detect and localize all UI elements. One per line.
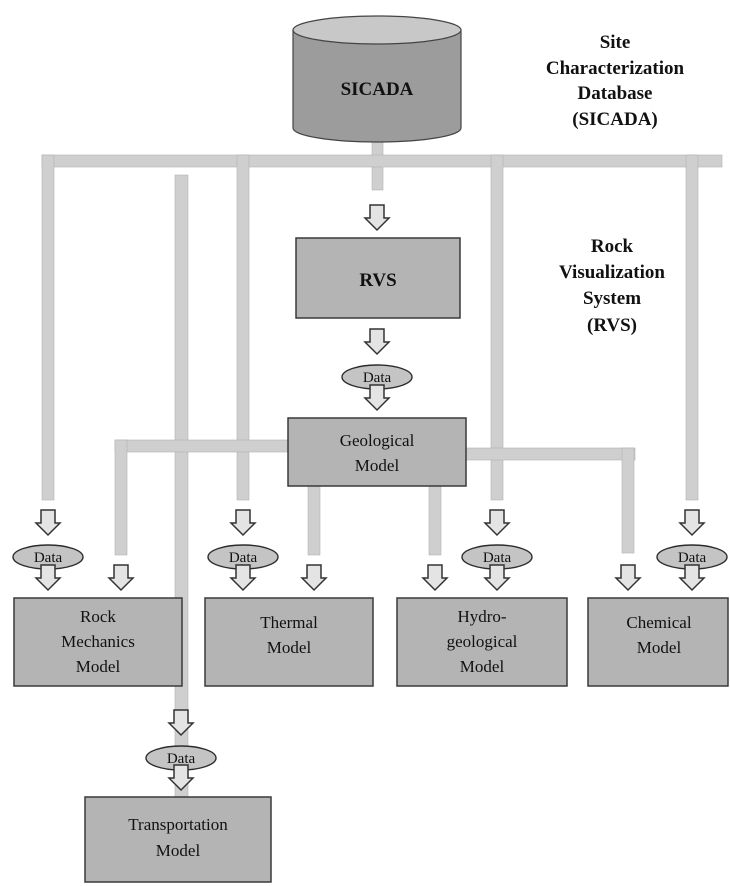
arrow-data-to-thermal-icon: [229, 564, 257, 592]
pipe-drop-thermal: [236, 154, 250, 501]
pipe-geo-to-chemical: [621, 447, 635, 554]
rvs-caption-line-3: System: [583, 288, 641, 309]
arrow-geo-to-chemical-icon: [614, 564, 642, 592]
geological-model-line-2: Model: [355, 456, 400, 475]
data-ellipse-label: Data: [678, 550, 707, 566]
transportation-model-line-2: Model: [156, 841, 201, 860]
arrow-data-to-hydro-icon: [483, 564, 511, 592]
hydrogeological-model-box: Hydro- geological Model: [396, 597, 568, 687]
rvs-caption-line-4: (RVS): [587, 315, 637, 336]
arrow-data-to-rock-icon: [34, 564, 62, 592]
arrow-data-to-transport-icon: [167, 764, 195, 792]
hydrogeological-line-2: geological: [447, 632, 518, 651]
rvs-caption-line-1: Rock: [591, 236, 634, 257]
geological-model-box: Geological Model: [287, 417, 467, 487]
rvs-caption: Rock Visualization System (RVS): [559, 236, 665, 336]
pipe-geo-to-hydro: [428, 484, 442, 556]
arrow-bus-to-chemical-data-icon: [678, 509, 706, 537]
geological-model-line-1: Geological: [340, 431, 415, 450]
arrow-bus-to-rock-data-icon: [34, 509, 62, 537]
sicada-caption-line-1: Site: [600, 32, 631, 53]
arrow-rvs-to-data-icon: [363, 328, 391, 356]
thermal-model-line-1: Thermal: [260, 613, 318, 632]
arrow-bus-to-hydro-data-icon: [483, 509, 511, 537]
data-ellipse-thermal: Data: [207, 544, 279, 570]
pipe-main-bus: [41, 154, 723, 168]
data-ellipse-label: Data: [34, 550, 63, 566]
data-ellipse-label: Data: [167, 751, 196, 767]
arrow-bus-to-transport-data-icon: [167, 709, 195, 737]
data-ellipse-label: Data: [363, 370, 392, 386]
data-ellipse-transportation: Data: [145, 745, 217, 771]
chemical-model-line-1: Chemical: [626, 613, 691, 632]
pipe-geo-left: [114, 439, 291, 453]
rvs-box-label: RVS: [359, 270, 396, 291]
chemical-model-box: Chemical Model: [587, 597, 729, 687]
arrow-bus-to-thermal-data-icon: [229, 509, 257, 537]
arrow-geo-to-rock-icon: [107, 564, 135, 592]
rock-mechanics-line-2: Mechanics: [61, 632, 135, 651]
data-ellipse-label: Data: [229, 550, 258, 566]
sicada-database: SICADA: [292, 15, 462, 143]
transportation-model-box: Transportation Model: [84, 796, 272, 883]
thermal-model-line-2: Model: [267, 638, 312, 657]
sicada-caption: Site Characterization Database (SICADA): [546, 32, 685, 130]
database-cylinder-icon: [292, 15, 462, 45]
arrow-data-to-geo-icon: [363, 384, 391, 412]
transportation-model-line-1: Transportation: [128, 815, 228, 834]
connector-pipes: [41, 119, 723, 816]
pipe-drop-rock-mechanics: [41, 154, 55, 501]
arrow-geo-to-hydro-icon: [421, 564, 449, 592]
pipe-drop-chemical: [685, 154, 699, 501]
thermal-model-box: Thermal Model: [204, 597, 374, 687]
hydrogeological-line-3: Model: [460, 657, 505, 676]
arrow-sicada-to-rvs-icon: [363, 204, 391, 232]
rock-mechanics-line-3: Model: [76, 657, 121, 676]
pipe-drop-hydrogeological: [490, 154, 504, 501]
flow-arrows: [34, 204, 706, 792]
sicada-caption-line-2: Characterization: [546, 58, 685, 79]
data-ellipse-label: Data: [483, 550, 512, 566]
hydrogeological-line-1: Hydro-: [457, 607, 506, 626]
pipe-geo-right: [464, 447, 636, 461]
rock-mechanics-line-1: Rock: [80, 607, 116, 626]
rvs-box: RVS: [295, 237, 461, 319]
pipe-geo-to-thermal: [307, 484, 321, 556]
data-ellipse-hydrogeological: Data: [461, 544, 533, 570]
sicada-caption-line-4: (SICADA): [572, 109, 658, 130]
arrow-data-to-chemical-icon: [678, 564, 706, 592]
data-ellipse-rvs: Data: [341, 364, 413, 390]
data-ellipse-chemical: Data: [656, 544, 728, 570]
arrow-geo-to-thermal-icon: [300, 564, 328, 592]
rock-mechanics-model-box: Rock Mechanics Model: [13, 597, 183, 687]
sicada-caption-line-3: Database: [578, 83, 653, 104]
chemical-model-line-2: Model: [637, 638, 682, 657]
pipe-geo-to-rock: [114, 439, 128, 556]
sicada-cylinder-label: SICADA: [341, 79, 414, 100]
rvs-caption-line-2: Visualization: [559, 262, 665, 283]
